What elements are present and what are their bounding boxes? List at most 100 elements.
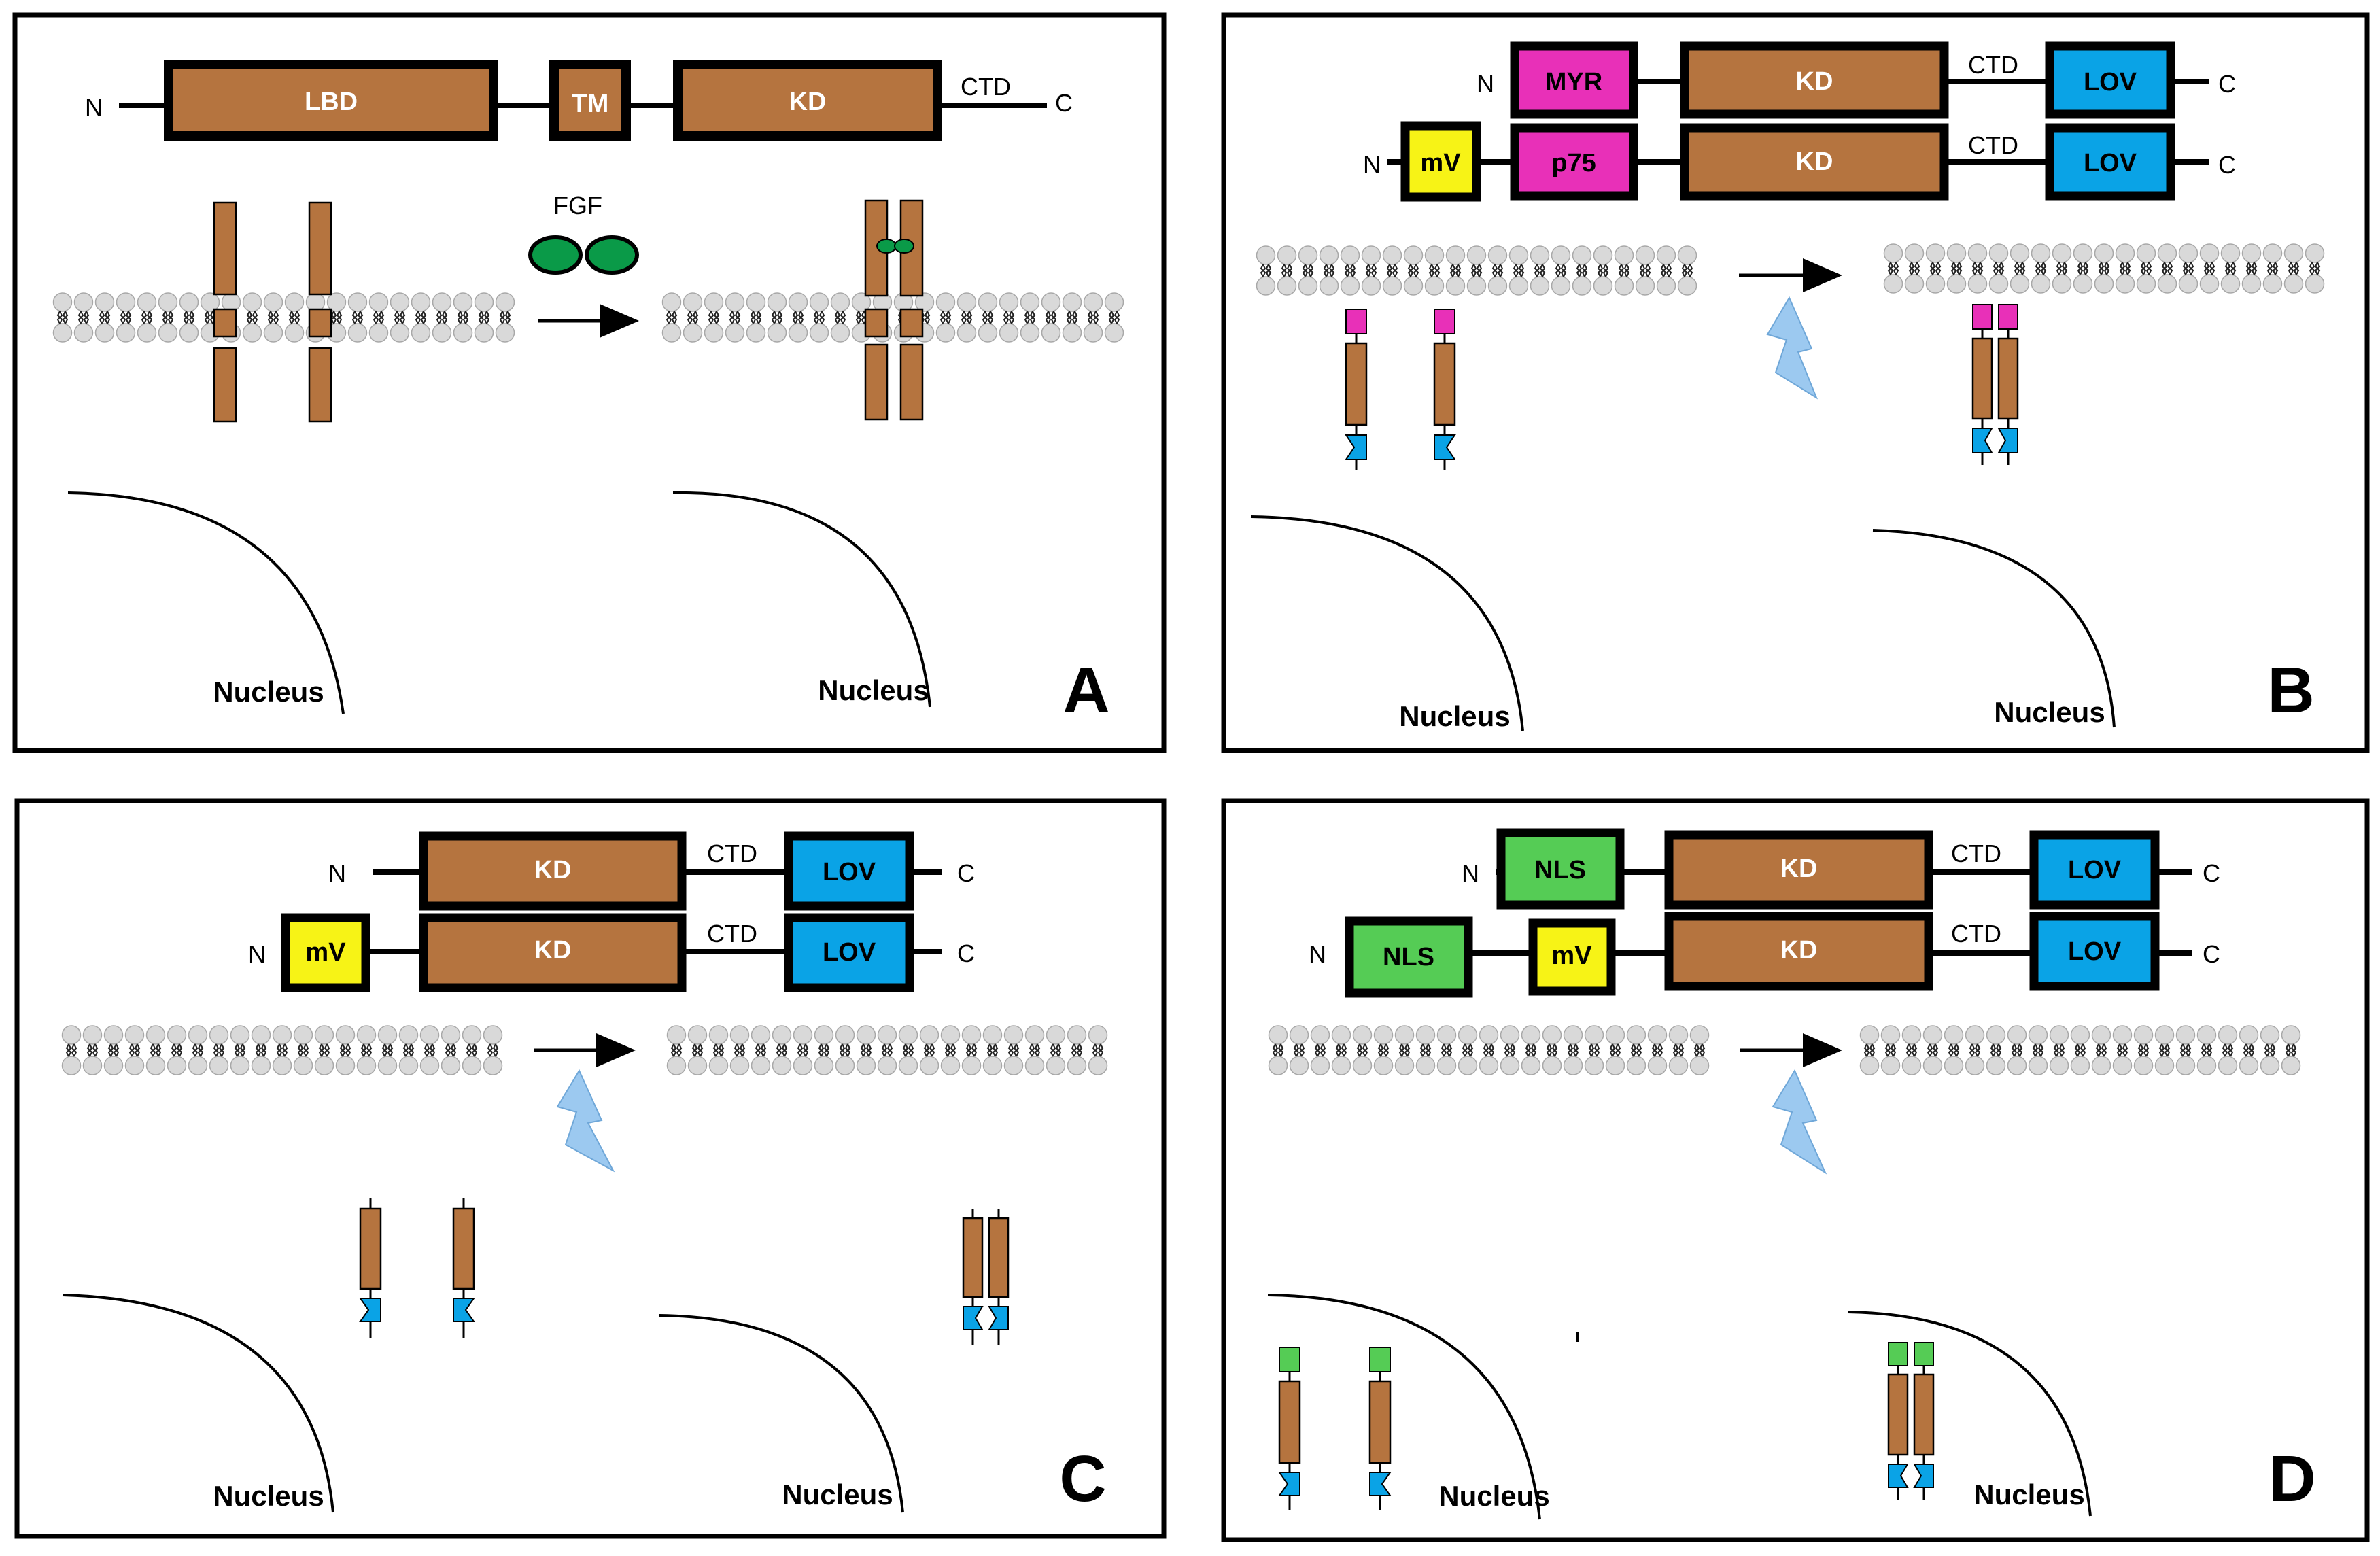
lipid-head — [1988, 243, 2009, 263]
lipid-head — [390, 292, 410, 312]
lipid-head — [1403, 276, 1424, 296]
receptor-monomer-1 — [213, 201, 237, 423]
lipid-head — [188, 1025, 208, 1045]
lipid-head — [1062, 323, 1082, 343]
lipid-head — [978, 323, 998, 343]
lipid-tail — [234, 1043, 241, 1057]
lipid-tail — [1407, 264, 1414, 277]
svg-text:C: C — [957, 859, 975, 887]
lipid-head — [1373, 1025, 1394, 1045]
lipid-head — [347, 292, 368, 312]
lipid-head — [1925, 274, 1946, 294]
lipid-tail — [802, 1043, 809, 1057]
lipid-head — [1083, 292, 1103, 312]
lipid-tail — [781, 1043, 788, 1057]
lipid-head — [830, 292, 850, 312]
lipid-head — [1859, 1056, 1880, 1075]
panel-letter-b: B — [2267, 654, 2314, 727]
lipid-tail — [713, 311, 720, 324]
lipid-tail — [267, 311, 274, 324]
lipid-head — [1904, 243, 1925, 263]
arrow-b — [1739, 258, 1842, 292]
lipid-tail — [378, 311, 385, 324]
lipid-head — [1551, 245, 1571, 265]
lipid-tail — [966, 311, 973, 324]
lipid-tail — [394, 311, 400, 324]
panel-d-construct-2: N NLS mV KD CTD LOV C — [1309, 912, 2220, 998]
lipid-head — [1986, 1025, 2006, 1045]
lipid-tail — [1666, 264, 1672, 277]
lipid-head — [1944, 1025, 1964, 1045]
lipid-head — [462, 1056, 482, 1075]
lipid-tail — [2037, 1043, 2044, 1057]
lipid-tail — [318, 1043, 325, 1057]
lipid-tail — [755, 1043, 761, 1057]
lipid-head — [2091, 1025, 2111, 1045]
c-terminus-label: C — [1055, 89, 1073, 117]
lipid-head — [1436, 1056, 1457, 1075]
lipid-tail — [2158, 1043, 2165, 1057]
lipid-head — [1626, 1025, 1646, 1045]
lipid-head — [398, 1056, 419, 1075]
svg-text:NLS: NLS — [1534, 856, 1586, 884]
n-terminus-label: N — [85, 93, 103, 121]
lipid-head — [1331, 1025, 1351, 1045]
lipid-tail — [965, 1043, 972, 1057]
svg-text:C: C — [2203, 859, 2220, 887]
lipid-head — [2220, 243, 2241, 263]
lipid-head — [411, 323, 431, 343]
lipid-tail — [1029, 311, 1036, 324]
lipid-tail — [2293, 262, 2300, 275]
lipid-head — [61, 1056, 82, 1075]
kd-domain — [1664, 912, 1933, 991]
kd-domain — [673, 60, 942, 141]
lipid-tail — [1615, 1043, 1621, 1057]
lipid-head — [708, 1025, 729, 1045]
svg-text:CTD: CTD — [1968, 131, 2018, 159]
lipid-tail — [366, 1043, 373, 1057]
lipid-tail — [2203, 262, 2210, 275]
lipid-tail — [1045, 311, 1052, 324]
lipid-head — [1298, 276, 1318, 296]
lipid-head — [483, 1056, 503, 1075]
lipid-head — [116, 292, 136, 312]
lipid-tail — [487, 1043, 494, 1057]
lipid-head — [877, 1056, 897, 1075]
lipid-tail — [297, 1043, 304, 1057]
lipid-head — [1572, 245, 1592, 265]
bound-fgf-1 — [876, 239, 897, 254]
lipid-tail — [908, 1043, 914, 1057]
lipid-tail — [1914, 262, 1920, 275]
lipid-tail — [2095, 1043, 2102, 1057]
lipid-head — [751, 1056, 771, 1075]
lipid-tail — [1948, 1043, 1954, 1057]
svg-text:LOV: LOV — [2068, 856, 2122, 884]
lipid-head — [1268, 1025, 1288, 1045]
lipid-tail — [2124, 262, 2131, 275]
lipid-tail — [2251, 262, 2258, 275]
lipid-tail — [2082, 262, 2089, 275]
lipid-head — [1584, 1025, 1604, 1045]
lipid-tail — [1446, 1043, 1453, 1057]
panel-d-construct-1: N NLS KD CTD LOV C — [1462, 828, 2220, 910]
lipid-head — [335, 1025, 356, 1045]
lipid-head — [474, 292, 494, 312]
lipid-tail — [1525, 1043, 1532, 1057]
lipid-tail — [1576, 264, 1583, 277]
lipid-tail — [797, 311, 804, 324]
lipid-head — [1020, 292, 1040, 312]
svg-text:N: N — [1363, 150, 1381, 178]
lipid-head — [1656, 245, 1676, 265]
lipid-head — [179, 323, 199, 343]
svg-text:C: C — [2218, 151, 2236, 179]
lipid-tail — [1687, 264, 1693, 277]
lipid-head — [2239, 1056, 2259, 1075]
lov-domain — [2045, 41, 2175, 119]
lipid-head — [856, 1056, 876, 1075]
lipid-head — [2178, 243, 2198, 263]
lipid-head — [1965, 1025, 1985, 1045]
lipid-head — [856, 1025, 876, 1045]
lipid-head — [419, 1056, 440, 1075]
lipid-head — [326, 292, 347, 312]
lipid-tail — [351, 311, 358, 324]
